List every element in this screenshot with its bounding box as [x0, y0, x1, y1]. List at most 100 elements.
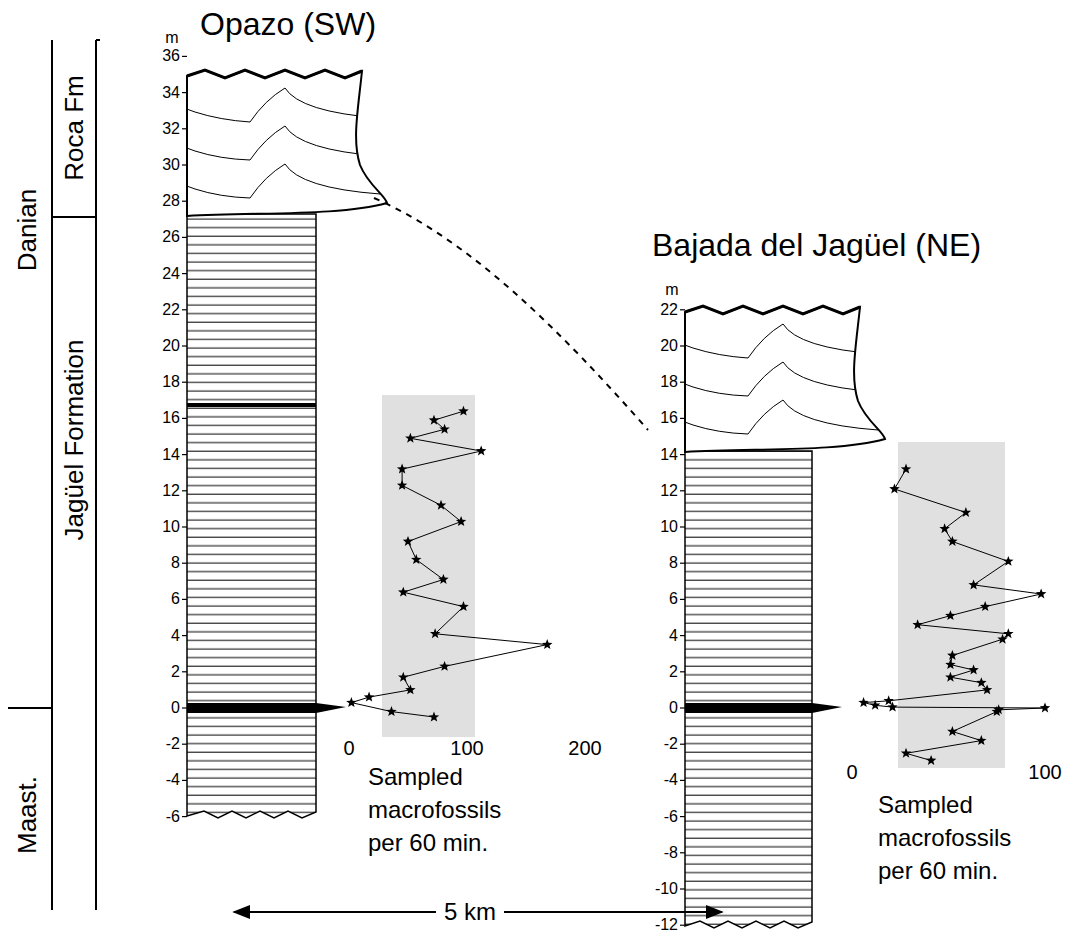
axis-number: 14 [660, 445, 678, 463]
axis-tick [680, 599, 685, 600]
axis-tick [182, 273, 187, 274]
axis-number: 28 [162, 192, 180, 210]
axis-number: 12 [162, 482, 180, 500]
axis-number: -2 [664, 735, 678, 753]
sample-star [405, 684, 416, 694]
sample-star [968, 665, 978, 675]
sample-star [438, 574, 448, 584]
axis-tick [680, 925, 685, 926]
sample-star [945, 672, 956, 682]
plot-line [864, 469, 1045, 760]
sample-star [456, 516, 466, 526]
axis-tick [182, 418, 187, 419]
axis-tick [182, 164, 187, 165]
sample-star [1040, 703, 1050, 713]
axis-number: -10 [655, 880, 678, 898]
sample-star [397, 464, 407, 474]
axis-tick [182, 309, 187, 310]
axis-number: 22 [660, 301, 678, 319]
sample-star [398, 587, 409, 597]
axis-tick [182, 382, 187, 383]
axis-tick [680, 490, 685, 491]
axis-tick [182, 563, 187, 564]
axis-tick [680, 780, 685, 781]
axis-number: 30 [162, 156, 180, 174]
axis-number: 18 [162, 373, 180, 391]
sample-star [889, 484, 900, 494]
axis-tick [182, 707, 187, 708]
axis-number: 0 [846, 761, 857, 784]
axis-number: 100 [450, 737, 483, 760]
strat-scale [8, 40, 100, 910]
sample-star [439, 661, 450, 671]
axis-number: 14 [162, 445, 180, 463]
axis-number: 0 [171, 699, 180, 717]
axis-tick [182, 128, 187, 129]
sandstone-body [150, 70, 387, 216]
axis-number: -8 [664, 844, 678, 862]
unit-name: Jagüel Formation [60, 340, 90, 541]
sample-star [997, 634, 1008, 644]
axis-tick [680, 635, 685, 636]
axis-number: 0 [343, 737, 354, 760]
axis-number: 12 [660, 482, 678, 500]
sample-star [386, 706, 397, 716]
axis-number: -12 [655, 916, 678, 934]
stage-name: Danian [13, 189, 43, 271]
sample-star [947, 726, 958, 736]
axis-number: 100 [1028, 761, 1061, 784]
axis-unit: m [165, 29, 178, 47]
axis-title: Sampled macrofossils per 60 min. [878, 788, 1038, 887]
axis-tick [680, 707, 685, 708]
sample-star [976, 735, 986, 745]
unit-name: Roca Fm [60, 75, 90, 180]
axis-number: 200 [568, 737, 601, 760]
axis-number: -4 [664, 771, 678, 789]
axis-number: 10 [660, 518, 678, 536]
axis-title: Sampled macrofossils per 60 min. [368, 760, 528, 859]
sample-star [945, 610, 956, 620]
sample-star [458, 601, 469, 611]
sample-star [430, 628, 441, 638]
axis-tick [182, 490, 187, 491]
sample-star [458, 406, 469, 416]
axis-number: 2 [171, 663, 180, 681]
axis-number: 24 [162, 264, 180, 282]
axis-tick [680, 744, 685, 745]
sample-star [1003, 628, 1014, 638]
axis-tick [182, 56, 187, 57]
axis-number: 8 [171, 554, 180, 572]
sample-star [398, 672, 409, 682]
mudstone-column [187, 214, 316, 818]
axis-number: 0 [669, 699, 678, 717]
axis-tick [182, 454, 187, 455]
axis-number: 10 [162, 518, 180, 536]
axis-number: 34 [162, 83, 180, 101]
axis-tick [182, 237, 187, 238]
sample-star [947, 650, 958, 660]
sample-star [912, 619, 923, 629]
sample-star [976, 677, 986, 687]
axis-tick [680, 563, 685, 564]
sample-star [980, 601, 991, 611]
section-title: Bajada del Jagüel (NE) [652, 227, 981, 264]
sample-star [436, 500, 447, 510]
axis-tick [680, 418, 685, 419]
axis-number: 22 [162, 301, 180, 319]
sample-star [887, 702, 898, 712]
axis-tick [182, 201, 187, 202]
sample-star [1036, 589, 1047, 599]
sample-star [346, 697, 357, 707]
kpg-bed [187, 703, 346, 713]
sample-star [411, 554, 422, 564]
sample-star [439, 424, 450, 434]
correlation-line [374, 198, 648, 430]
axis-number: -6 [166, 807, 180, 825]
axis-number: -2 [166, 735, 180, 753]
axis-number: 16 [162, 409, 180, 427]
axis-tick [680, 816, 685, 817]
axis-tick [680, 382, 685, 383]
axis-tick [680, 454, 685, 455]
sample-star [429, 415, 440, 425]
plot-line [351, 411, 547, 717]
